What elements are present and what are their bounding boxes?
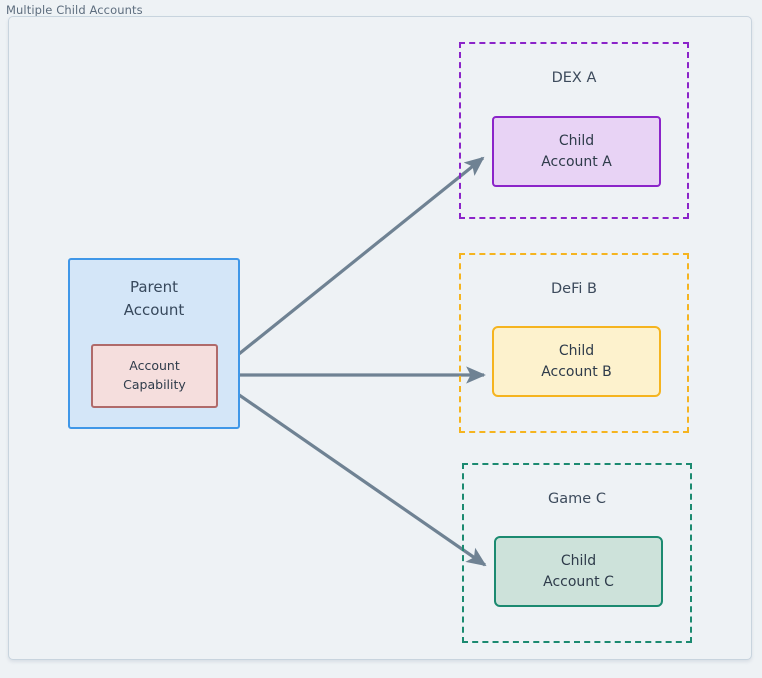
child-account-a-label-line1: Child — [558, 133, 595, 150]
child-account-c-label-line1: Child — [560, 553, 597, 570]
child-account-c-label-line2: Account C — [543, 573, 614, 590]
child-account-a-label-line2: Account A — [541, 153, 612, 170]
child-account-b-label-line2: Account B — [541, 363, 612, 380]
account-capability-label-line1: Account — [129, 358, 180, 374]
child-account-c-node[interactable]: Child Account C — [494, 536, 663, 607]
parent-account-label-line1: Parent — [129, 278, 179, 296]
account-capability-node[interactable]: Account Capability — [91, 344, 218, 408]
child-account-a-node[interactable]: Child Account A — [492, 116, 661, 187]
child-account-b-node[interactable]: Child Account B — [492, 326, 661, 397]
group-game-c-label: Game C — [548, 491, 606, 507]
account-capability-label-line2: Capability — [123, 377, 186, 392]
group-dex-a[interactable]: DEX A — [459, 42, 689, 219]
group-game-c[interactable]: Game C — [462, 463, 692, 643]
group-dex-a-label: DEX A — [551, 70, 597, 86]
parent-account-label-line2: Account — [123, 300, 185, 319]
child-account-b-label-line1: Child — [558, 343, 595, 360]
group-defi-b-label: DeFi B — [551, 281, 597, 297]
group-defi-b[interactable]: DeFi B — [459, 253, 689, 433]
diagram-title: Multiple Child Accounts — [6, 3, 143, 17]
